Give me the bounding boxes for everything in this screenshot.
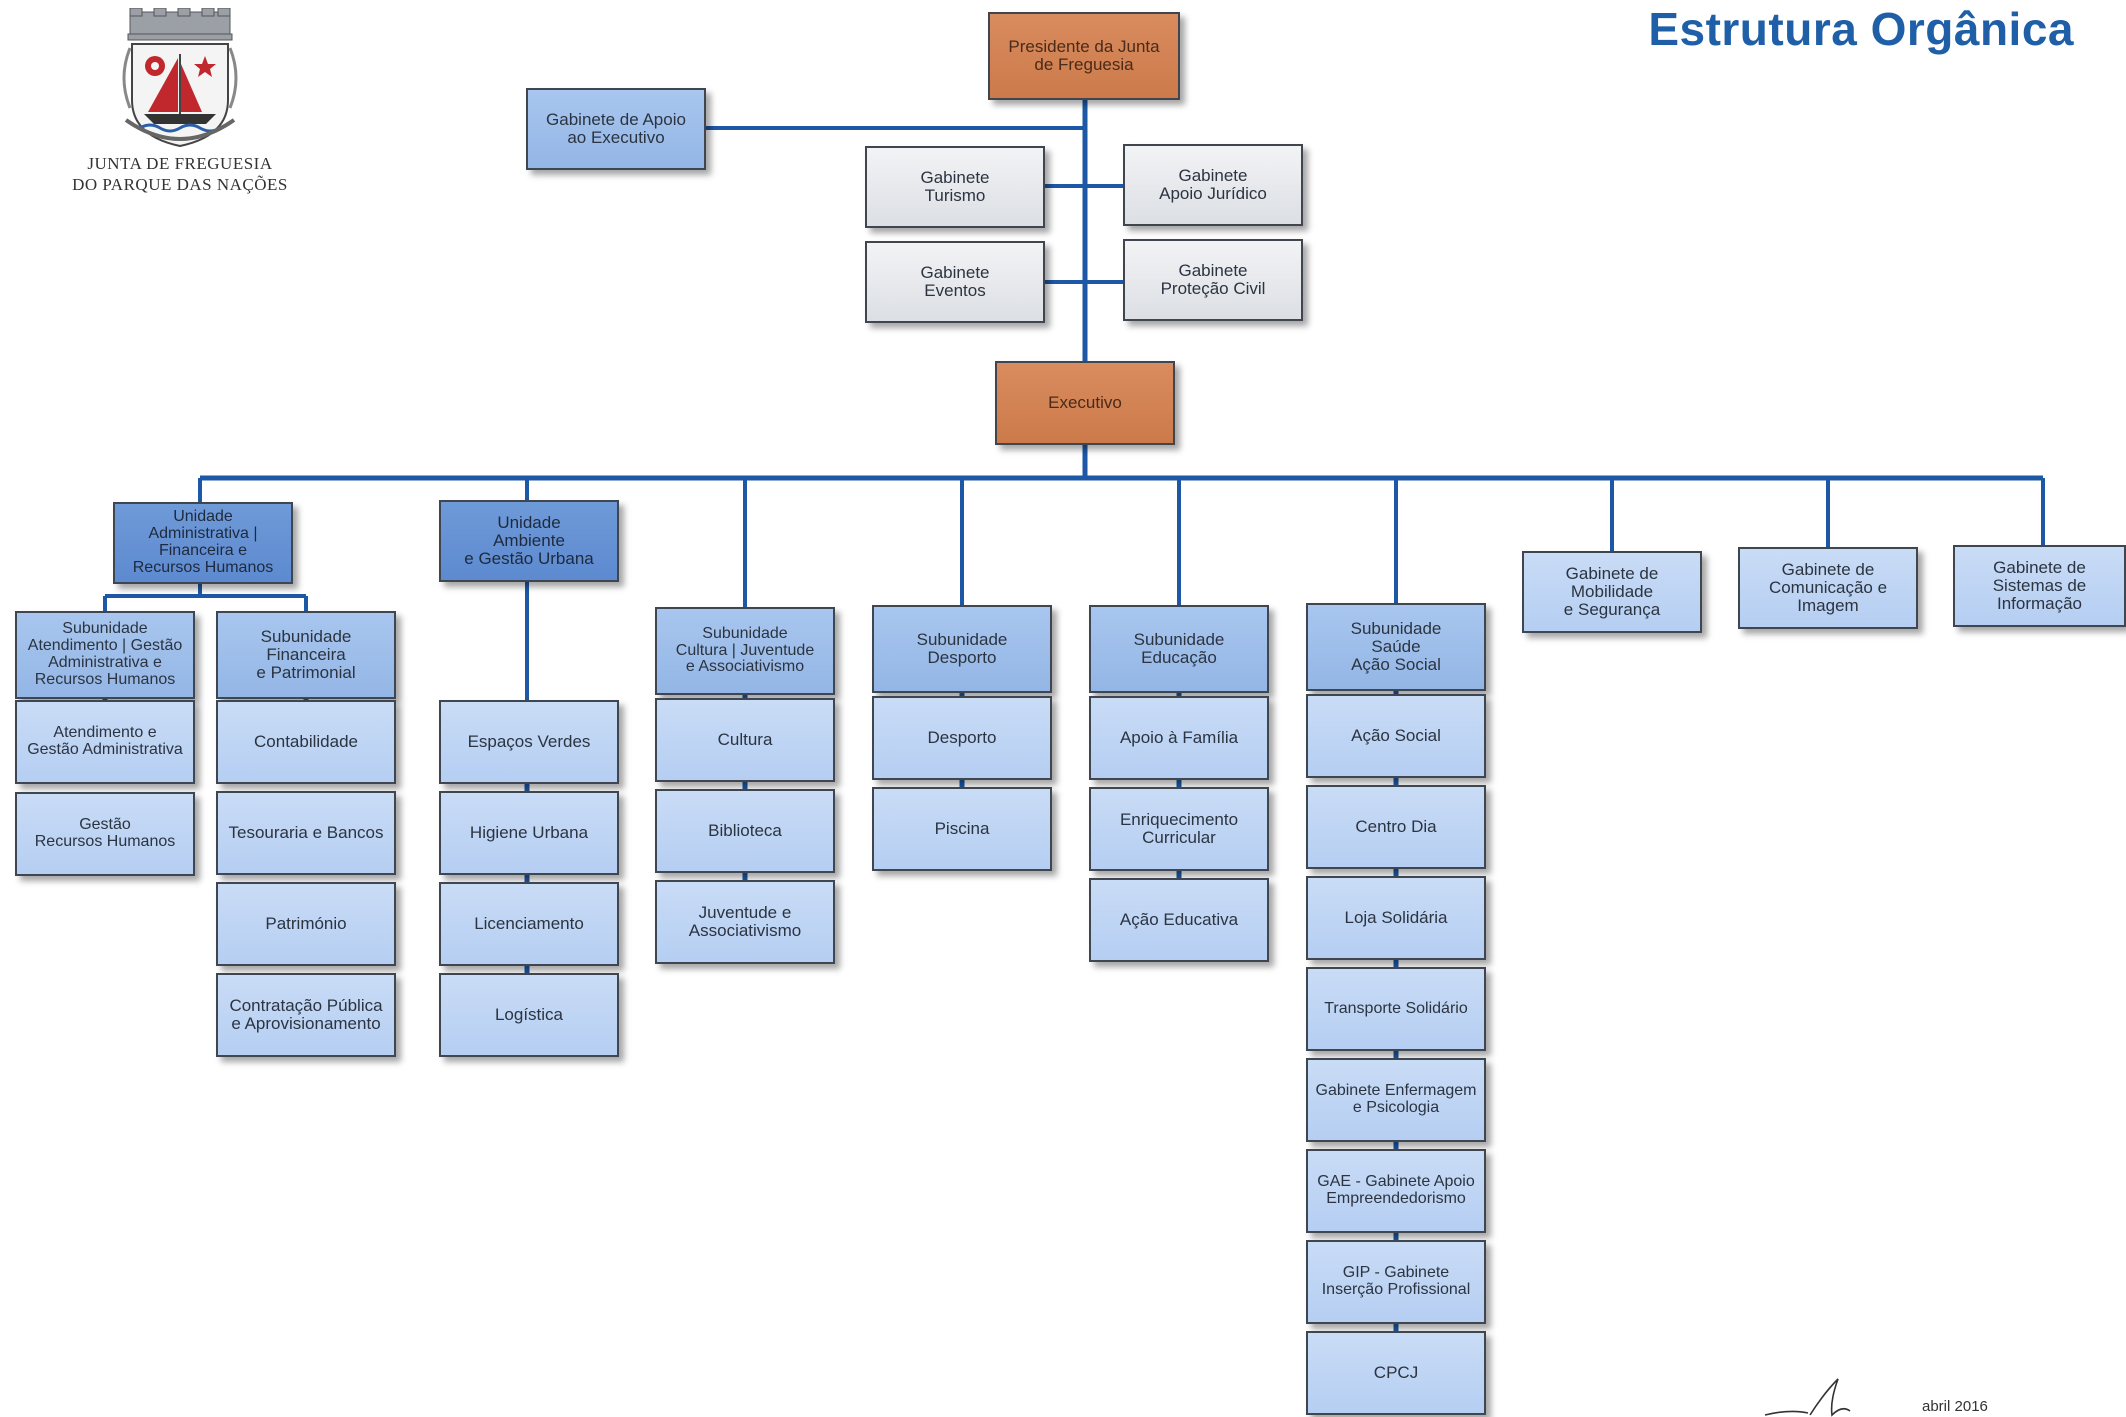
logo-caption-line1: JUNTA DE FREGUESIA [87, 154, 273, 173]
node-apoio-familia: Apoio à Família [1089, 696, 1269, 780]
node-acao-social: Ação Social [1306, 694, 1486, 778]
node-sub-educacao: Subunidade Educação [1089, 605, 1269, 693]
node-sub-cultura: Subunidade Cultura | Juventude e Associa… [655, 607, 835, 695]
node-gestao-rh: Gestão Recursos Humanos [15, 792, 195, 876]
node-gab-turismo: Gabinete Turismo [865, 146, 1045, 228]
node-sub-atendimento: Subunidade Atendimento | Gestão Administ… [15, 611, 195, 699]
node-gab-apoio-juridico: Gabinete Apoio Jurídico [1123, 144, 1303, 226]
node-piscina: Piscina [872, 787, 1052, 871]
node-gip: GIP - Gabinete Inserção Profissional [1306, 1240, 1486, 1324]
node-sub-saude: Subunidade Saúde Ação Social [1306, 603, 1486, 691]
node-biblioteca: Biblioteca [655, 789, 835, 873]
logo-block: JUNTA DE FREGUESIA DO PARQUE DAS NAÇÕES [60, 7, 300, 208]
node-presidente: Presidente da Junta de Freguesia [988, 12, 1180, 100]
logo-caption: JUNTA DE FREGUESIA DO PARQUE DAS NAÇÕES [60, 153, 300, 196]
node-centro-dia: Centro Dia [1306, 785, 1486, 869]
node-cpcj: CPCJ [1306, 1331, 1486, 1415]
node-gab-enfermagem: Gabinete Enfermagem e Psicologia [1306, 1058, 1486, 1142]
node-contabilidade: Contabilidade [216, 700, 396, 784]
node-espacos-verdes: Espaços Verdes [439, 700, 619, 784]
node-tesouraria: Tesouraria e Bancos [216, 791, 396, 875]
node-contratacao: Contratação Pública e Aprovisionamento [216, 973, 396, 1057]
node-gab-mobilidade: Gabinete de Mobilidade e Segurança [1522, 551, 1702, 633]
logo-caption-line2: DO PARQUE DAS NAÇÕES [72, 175, 288, 195]
node-gab-eventos: Gabinete Eventos [865, 241, 1045, 323]
node-patrimonio: Património [216, 882, 396, 966]
date-stamp: abril 2016 [1922, 1398, 1988, 1415]
node-un-administrativa: Unidade Administrativa | Financeira e Re… [113, 502, 293, 584]
node-gab-protecao-civil: Gabinete Proteção Civil [1123, 239, 1303, 321]
coat-of-arms-logo [122, 7, 238, 148]
node-atendimento-gestao: Atendimento e Gestão Administrativa [15, 700, 195, 784]
node-acao-educativa: Ação Educativa [1089, 878, 1269, 962]
node-enriquecimento: Enriquecimento Curricular [1089, 787, 1269, 871]
page-title: Estrutura Orgânica [1648, 3, 2074, 55]
node-logistica: Logística [439, 973, 619, 1057]
node-executivo: Executivo [995, 361, 1175, 445]
node-gab-comunicacao: Gabinete de Comunicação e Imagem [1738, 547, 1918, 629]
node-gab-sistemas: Gabinete de Sistemas de Informação [1953, 545, 2126, 627]
node-licenciamento: Licenciamento [439, 882, 619, 966]
node-higiene-urbana: Higiene Urbana [439, 791, 619, 875]
node-juventude: Juventude e Associativismo [655, 880, 835, 964]
node-desporto: Desporto [872, 696, 1052, 780]
node-sub-financeira: Subunidade Financeira e Patrimonial [216, 611, 396, 699]
handwritten-signature [1764, 1378, 1851, 1417]
node-sub-desporto: Subunidade Desporto [872, 605, 1052, 693]
node-cultura: Cultura [655, 698, 835, 782]
node-transporte-solidario: Transporte Solidário [1306, 967, 1486, 1051]
node-loja-solidaria: Loja Solidária [1306, 876, 1486, 960]
node-gae: GAE - Gabinete Apoio Empreendedorismo [1306, 1149, 1486, 1233]
node-gab-apoio-executivo: Gabinete de Apoio ao Executivo [526, 88, 706, 170]
node-un-ambiente: Unidade Ambiente e Gestão Urbana [439, 500, 619, 582]
